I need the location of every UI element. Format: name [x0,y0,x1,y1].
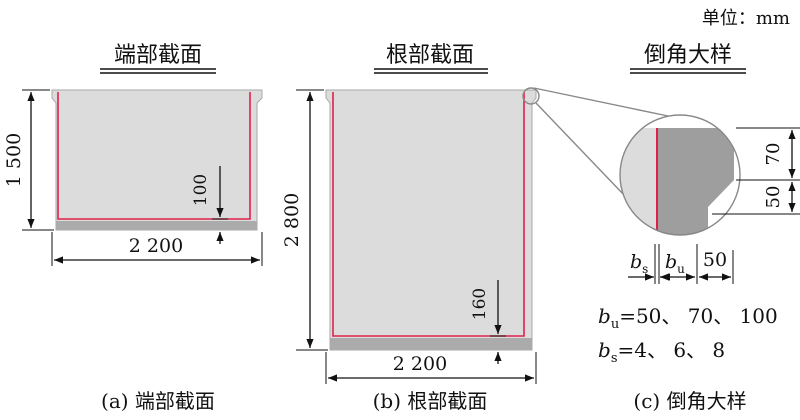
section-b-shape [325,89,537,351]
panel-a-caption: (a) 端部截面 [101,389,215,413]
dim-b-offset-label: 160 [470,288,490,320]
note-bu-values: bu=50、 70、 100 [598,304,778,332]
panel-a: 端部截面 1 500 2 200 100 (a) 端部截面 [3,43,263,413]
callout-source-circle [522,87,540,105]
dim-c-bu-sub: u [677,262,685,276]
note-bu-main: b [598,304,611,328]
section-b-lining [332,92,525,337]
dim-b-width-label: 2 200 [393,353,447,375]
panel-a-title: 端部截面 [114,43,202,68]
section-b-bottom-slab [330,338,532,350]
section-a-bottom-slab [56,221,257,230]
dim-c-bu-main: b [665,251,677,273]
panel-b: 根部截面 2 800 2 200 160 (b) 根部截面 [281,43,537,413]
panel-c: 倒角大样 70 50 [522,43,800,413]
dim-a-width-label: 2 200 [129,235,183,257]
dim-a-offset-label: 100 [191,174,211,206]
dim-c-bs-main: b [630,251,642,273]
unit-label: 单位：mm [702,8,790,29]
dim-c-50v-label: 50 [763,186,784,209]
note-bu-text: =50、 70、 100 [619,304,778,328]
note-bs-values: bs=4、 6、 8 [598,338,725,366]
section-a-shape [51,89,263,231]
detail-circle [619,114,741,236]
note-bs-sub: s [611,351,618,366]
detail-haunch [657,128,734,235]
callout-line-top [533,87,669,117]
dim-b-height-label: 2 800 [281,193,303,247]
note-bs-main: b [598,338,611,362]
callout-line-bottom [535,102,626,197]
dim-c-70-label: 70 [763,143,784,166]
panel-b-caption: (b) 根部截面 [373,389,488,413]
panel-b-title: 根部截面 [386,43,474,68]
dim-c-bs-sub: s [642,262,648,276]
note-bs-text: =4、 6、 8 [617,338,725,362]
panel-c-caption: (c) 倒角大样 [633,389,746,413]
note-bu-sub: u [611,317,619,332]
section-a-lining [57,92,251,220]
panel-c-title: 倒角大样 [644,43,732,68]
dim-c-bu-label: bu [665,251,685,276]
dim-a-height-label: 1 500 [3,133,25,187]
dim-c-bs-label: bs [630,251,648,276]
dim-c-50h-label: 50 [703,249,727,271]
